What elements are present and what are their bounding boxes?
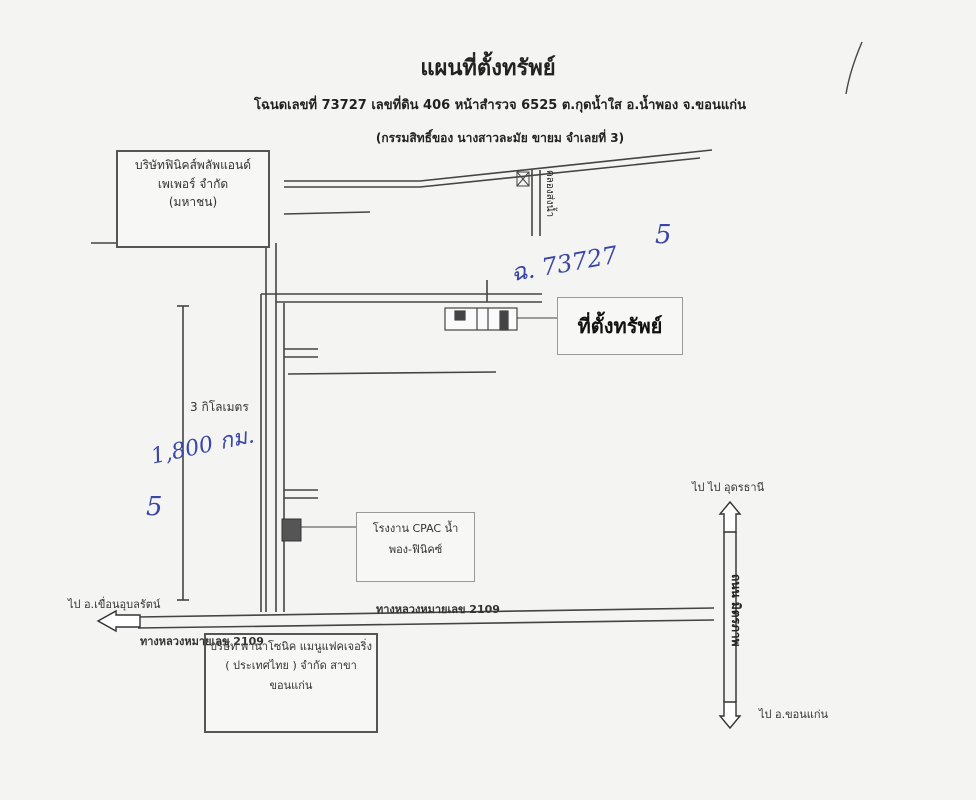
handwritten-mark: 5 <box>655 220 672 250</box>
company-bottom-line3: ขอนแก่น <box>269 678 313 692</box>
factory-line2: พอง-ฟินิคซ์ <box>388 542 443 556</box>
direction-dam: ไป อ.เขื่อนอุบลรัตน์ <box>68 598 161 611</box>
mid-road <box>287 371 497 375</box>
map-title: แผนที่ตั้งทรัพย์ <box>420 56 556 81</box>
ownership-note: (กรรมสิทธิ์ของ นางสาวละมัย ขายม จำเลยที่… <box>375 131 625 145</box>
marker-cross-2 <box>516 171 530 187</box>
mittraphap-label: ถนน มิตรภาพ <box>729 574 743 647</box>
canal-label: คลองส่งน้ำ <box>544 170 555 218</box>
property-label: ที่ตั้งทรัพย์ <box>577 314 663 338</box>
pen-stroke <box>845 41 863 95</box>
direction-khonkaen: ไป อ.ขอนแก่น <box>759 708 829 721</box>
company-bottom-line2: ( ประเทศไทย ) จำกัด สาขา <box>225 659 357 673</box>
highway-label-center: ทางหลวงหมายเลข 2109 <box>376 603 500 616</box>
distance-label: 3 กิโลเมตร <box>190 400 249 414</box>
arrow-up <box>718 500 742 533</box>
top-road-diag-a <box>419 149 713 182</box>
marker-box <box>516 171 530 187</box>
highway-bottom <box>137 619 715 629</box>
company-top-line3: (มหาชน) <box>168 195 218 210</box>
factory-line1: โรงงาน CPAC น้ำ <box>372 522 459 535</box>
deed-subtitle: โฉนดเลขที่ 73727 เลขที่ดิน 406 หน้าสำรวจ… <box>254 98 746 113</box>
top-road-diag-b <box>419 157 701 188</box>
highway-top <box>137 607 715 618</box>
branch-line <box>283 211 371 215</box>
property-unit-2 <box>499 310 509 331</box>
property-label-box: ที่ตั้งทรัพย์ <box>557 297 683 355</box>
highway-label-left: ทางหลวงหมายเลข 2109 <box>140 635 264 648</box>
factory-label-box: โรงงาน CPAC น้ำ พอง-ฟินิคซ์ <box>356 512 475 582</box>
direction-udon: ไป ไป อุดรธานี <box>692 481 765 494</box>
property-unit-1 <box>454 310 466 321</box>
company-bottom-line1: บริษัท พานาโซนิค แมนูแฟคเจอริ่ง <box>210 640 372 653</box>
company-top-box: บริษัทฟินิคส์พลัพแอนด์ เพเพอร์ จำกัด (มห… <box>116 150 270 248</box>
company-bottom-box: บริษัท พานาโซนิค แมนูแฟคเจอริ่ง ( ประเทศ… <box>204 633 378 733</box>
factory-building <box>281 518 302 542</box>
handwritten-mark-2: 5 <box>146 492 163 522</box>
company-top-line1: บริษัทฟินิคส์พลัพแอนด์ <box>134 158 252 172</box>
company-top-line2: เพเพอร์ จำกัด <box>157 176 229 191</box>
arrow-left <box>96 609 141 633</box>
arrow-down <box>718 701 742 730</box>
